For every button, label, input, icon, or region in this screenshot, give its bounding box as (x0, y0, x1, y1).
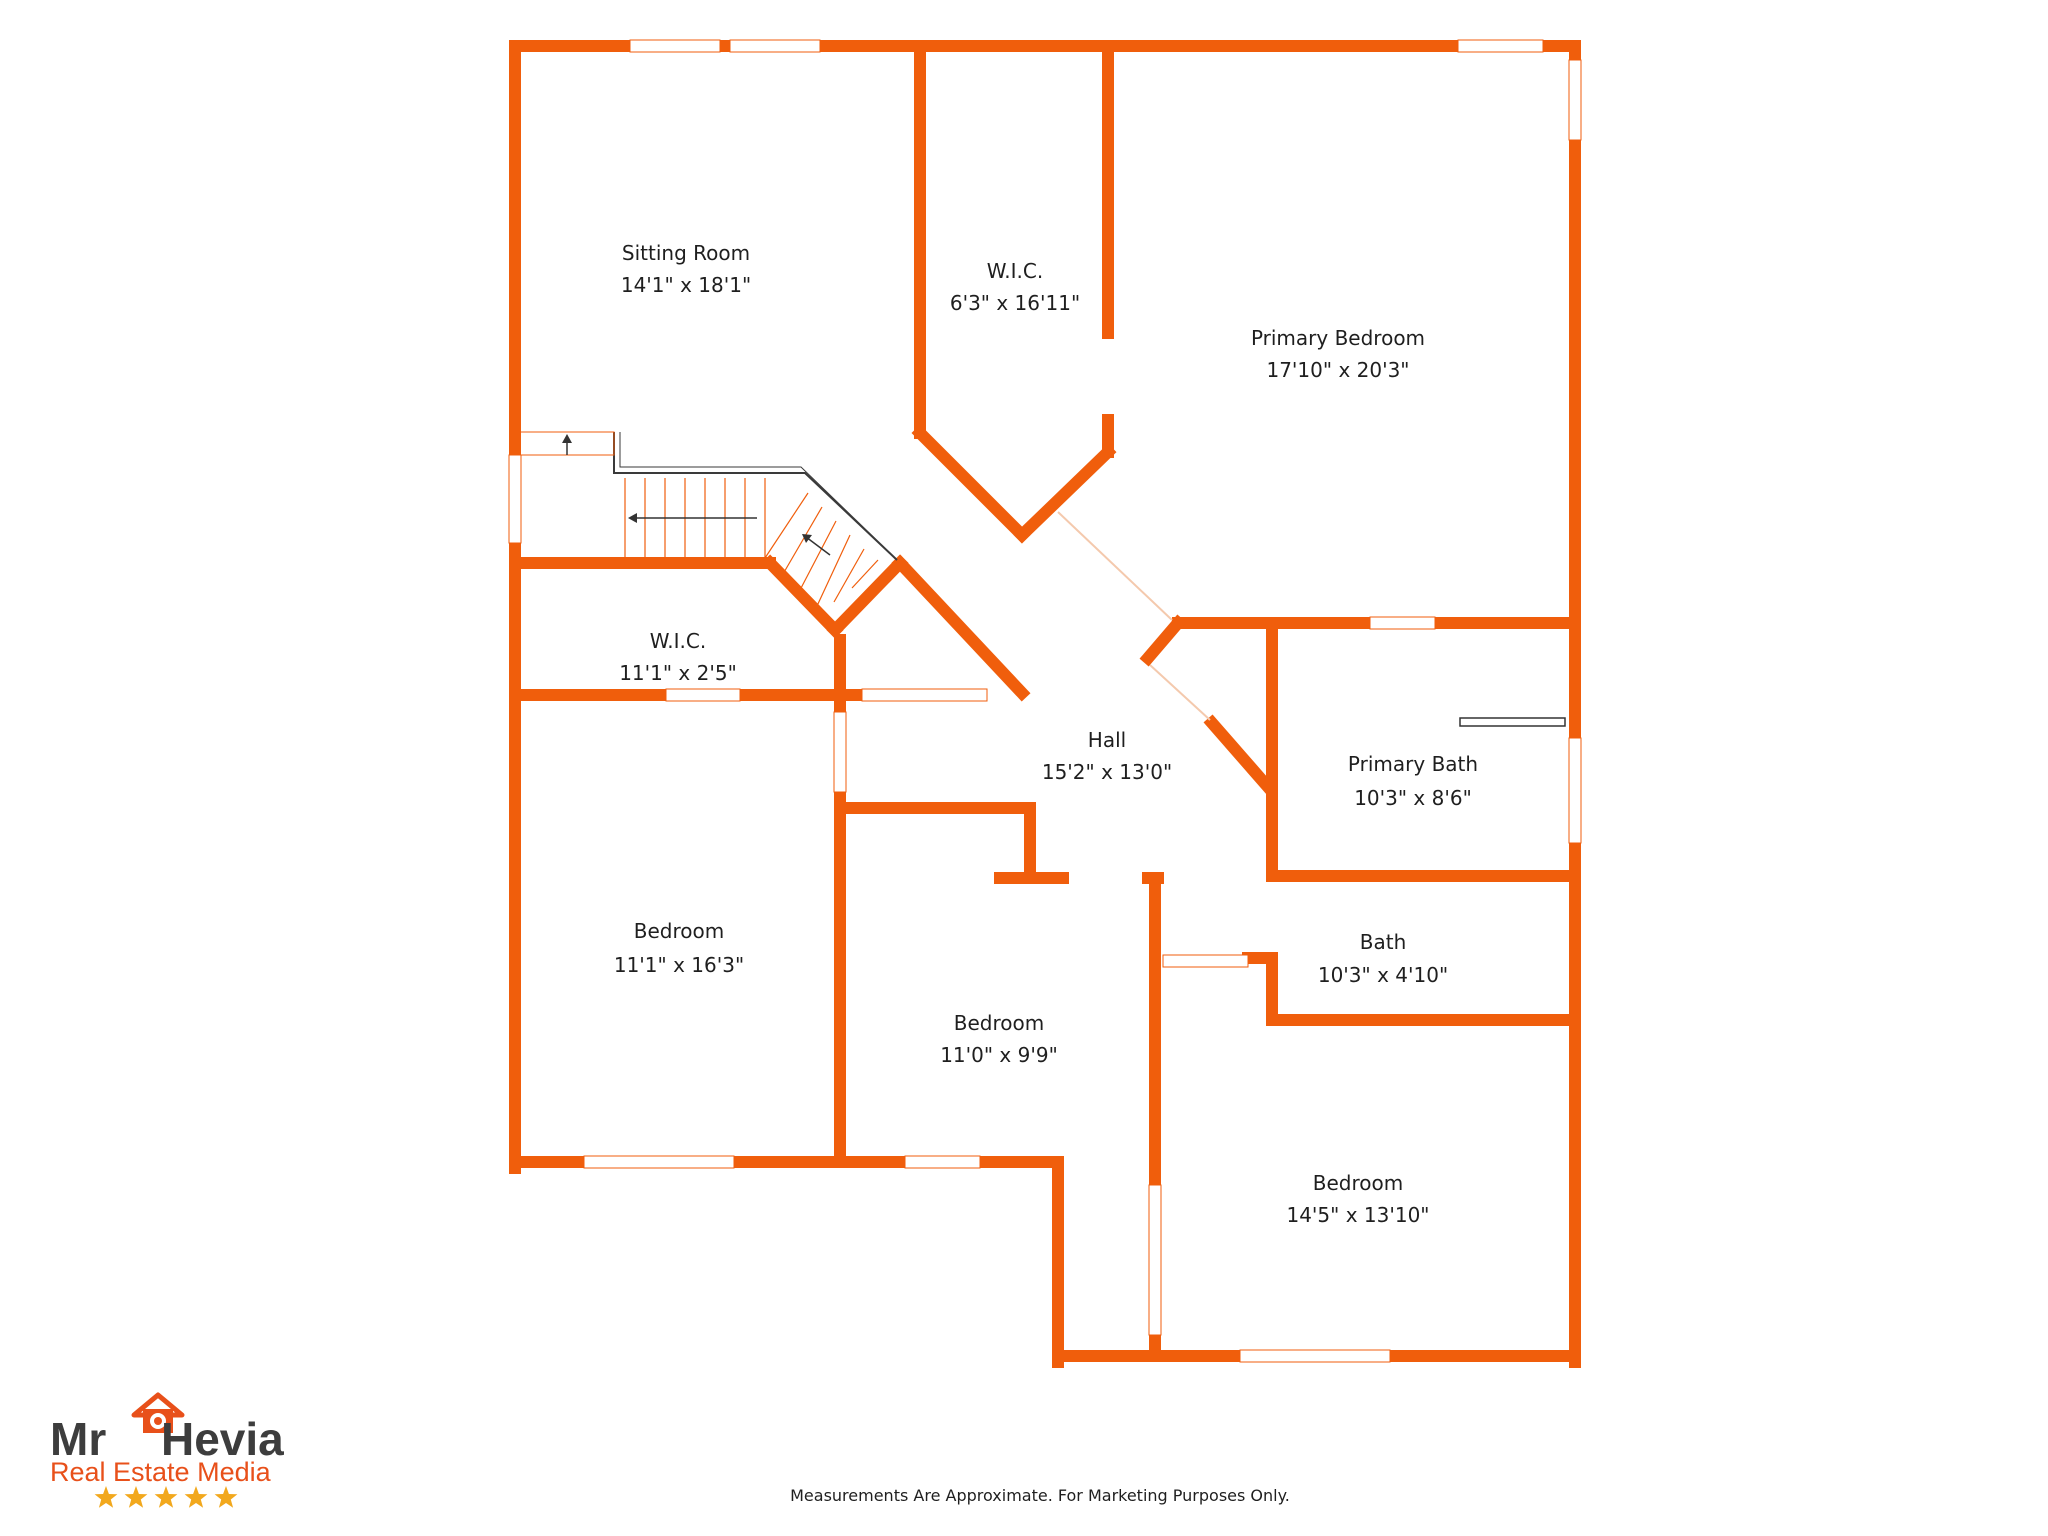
window (629, 39, 721, 53)
stair-arrow-head-icon (628, 513, 637, 523)
star-icon (94, 1486, 118, 1508)
room-name-primary-bedroom: Primary Bedroom (1251, 326, 1425, 350)
room-name-primary-bath: Primary Bath (1348, 752, 1478, 776)
room-name-bedroom-middle: Bedroom (954, 1011, 1044, 1035)
windows (508, 39, 1582, 1363)
room-name-hall: Hall (1088, 728, 1126, 752)
stair-railing-inner (619, 432, 891, 554)
room-dims-primary-bath: 10'3" x 8'6" (1354, 786, 1472, 810)
room-dims-sitting-room: 14'1" x 18'1" (621, 273, 751, 297)
wall-segment (1203, 714, 1277, 796)
star-icon (124, 1486, 148, 1508)
logo-text-hevia: Hevia (161, 1413, 284, 1465)
stair-arrow-head-icon-2 (802, 534, 812, 543)
door-opening (1057, 511, 1173, 621)
room-dims-bedroom-left: 11'1" x 16'3" (614, 953, 744, 977)
wall-segment (1139, 614, 1187, 667)
window (1239, 1349, 1391, 1363)
room-dims-bath: 10'3" x 4'10" (1318, 963, 1448, 987)
window (583, 1155, 735, 1169)
vanity-shelf (1459, 717, 1566, 727)
room-name-bedroom-left: Bedroom (634, 919, 724, 943)
staircase (519, 431, 898, 607)
window (1568, 59, 1582, 141)
wall-segment (826, 554, 909, 639)
room-dims-hall: 15'2" x 13'0" (1042, 760, 1172, 784)
room-labels: Sitting Room 14'1" x 18'1" W.I.C. 6'3" x… (614, 241, 1478, 1227)
wall-segment (891, 554, 1031, 702)
room-name-wic-primary: W.I.C. (987, 259, 1043, 283)
room-name-bath: Bath (1360, 930, 1407, 954)
wall-segment (761, 554, 844, 639)
stair-railing (613, 432, 898, 561)
window (861, 688, 988, 702)
star-icon (214, 1486, 238, 1508)
window (1369, 616, 1436, 630)
star-icon (184, 1486, 208, 1508)
window (833, 711, 847, 793)
room-name-bedroom-right: Bedroom (1313, 1171, 1403, 1195)
room-dims-primary-bedroom: 17'10" x 20'3" (1266, 358, 1409, 382)
window (665, 688, 741, 702)
rating-stars (94, 1486, 238, 1508)
room-name-wic-hall: W.I.C. (650, 629, 706, 653)
room-dims-wic-primary: 6'3" x 16'11" (950, 291, 1080, 315)
logo: Mr Hevia Real Estate Media (50, 1392, 284, 1508)
window (508, 454, 522, 544)
wall-segment (911, 424, 1031, 544)
room-dims-wic-hall: 11'1" x 2'5" (619, 661, 737, 685)
window (1148, 1184, 1162, 1336)
stair-arrow-line-2 (805, 536, 831, 556)
logo-text-subtitle: Real Estate Media (50, 1457, 272, 1487)
wall-segment (1013, 443, 1117, 544)
star-icon (154, 1486, 178, 1508)
footer-disclaimer: Measurements Are Approximate. For Market… (790, 1486, 1290, 1505)
stair-up-arrow-icon (562, 434, 572, 443)
logo-text-mr: Mr (50, 1413, 106, 1465)
room-dims-bedroom-middle: 11'0" x 9'9" (940, 1043, 1058, 1067)
window (1457, 39, 1544, 53)
room-name-sitting-room: Sitting Room (622, 241, 750, 265)
stair-treads (624, 478, 879, 607)
window (729, 39, 821, 53)
door-opening (1149, 664, 1211, 721)
walls (509, 40, 1581, 1368)
window (1568, 737, 1582, 844)
house-camera-icon (131, 1392, 185, 1433)
window (1162, 954, 1249, 968)
window (904, 1155, 981, 1169)
room-dims-bedroom-right: 14'5" x 13'10" (1286, 1203, 1429, 1227)
